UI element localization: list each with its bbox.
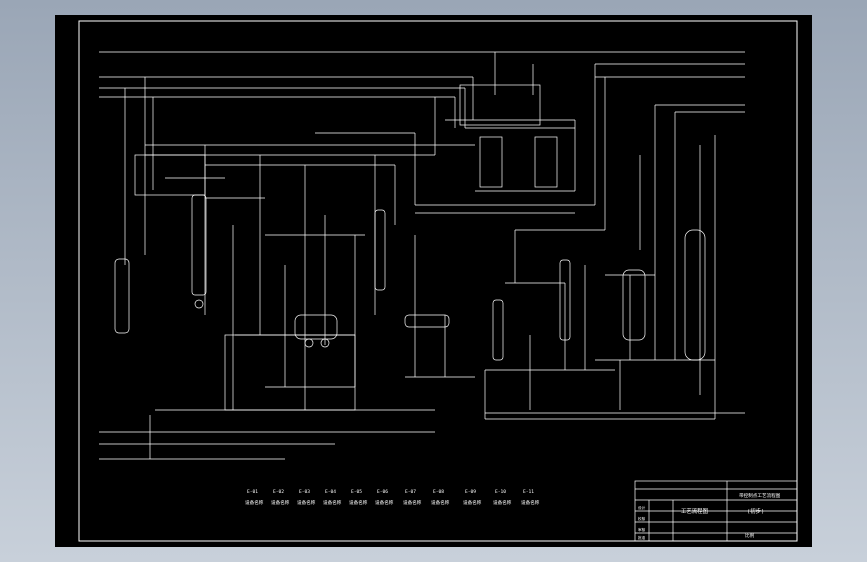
title-block-title: 带控制点工艺流程图 xyxy=(739,492,781,499)
equipment-column xyxy=(114,258,130,334)
legend-name: 设备名称 xyxy=(493,499,512,506)
equipment-column xyxy=(191,194,207,296)
equipment-vessel xyxy=(374,209,386,291)
legend-name: 设备名称 xyxy=(375,499,394,506)
equipment-frame xyxy=(224,334,356,411)
equipment-column xyxy=(684,229,706,361)
legend-code: E-11 xyxy=(523,489,534,495)
drawing-border xyxy=(78,20,798,542)
equipment-exchanger xyxy=(404,314,450,328)
legend-name: 设备名称 xyxy=(349,499,368,506)
legend-code: E-02 xyxy=(273,489,284,495)
equipment-unit xyxy=(479,136,503,188)
equipment-pump xyxy=(320,338,330,348)
legend-name: 设备名称 xyxy=(463,499,482,506)
equipment-unit xyxy=(459,84,541,126)
equipment-drum xyxy=(294,314,338,340)
equipment-vessel xyxy=(492,299,504,361)
title-block-scale: 比例 xyxy=(745,532,755,539)
equipment-legend: E-01 设备名称 E-02 设备名称 E-03 设备名称 E-04 设备名称 … xyxy=(245,489,540,506)
legend-name: 设备名称 xyxy=(431,499,450,506)
legend-code: E-01 xyxy=(247,489,258,495)
legend-name: 设备名称 xyxy=(521,499,540,506)
equipment-frame xyxy=(134,154,206,196)
title-block-row: 批准 xyxy=(638,535,646,540)
legend-code: E-08 xyxy=(433,489,444,495)
title-block-row: 审核 xyxy=(638,527,646,532)
legend-name: 设备名称 xyxy=(323,499,342,506)
legend-code: E-07 xyxy=(405,489,416,495)
title-block-stage: (初步) xyxy=(747,507,764,515)
legend-code: E-09 xyxy=(465,489,476,495)
legend-code: E-03 xyxy=(299,489,310,495)
title-block-row: 设计 xyxy=(638,505,646,510)
legend-code: E-05 xyxy=(351,489,362,495)
drawing-sheet: E-01 设备名称 E-02 设备名称 E-03 设备名称 E-04 设备名称 … xyxy=(55,15,812,547)
legend-name: 设备名称 xyxy=(297,499,316,506)
legend-name: 设备名称 xyxy=(403,499,422,506)
title-block-row: 校核 xyxy=(638,516,646,521)
legend-code: E-06 xyxy=(377,489,388,495)
legend-name: 设备名称 xyxy=(271,499,290,506)
equipment-pump xyxy=(304,338,314,348)
legend-code: E-04 xyxy=(325,489,336,495)
legend-code: E-10 xyxy=(495,489,506,495)
title-block-project: 工艺流程图 xyxy=(681,507,708,515)
equipment-reactor xyxy=(622,269,646,341)
legend-name: 设备名称 xyxy=(245,499,264,506)
equipment-unit xyxy=(534,136,558,188)
equipment-pump xyxy=(194,299,204,309)
equipment-vessel xyxy=(559,259,571,341)
process-flow-diagram: E-01 设备名称 E-02 设备名称 E-03 设备名称 E-04 设备名称 … xyxy=(78,20,798,542)
